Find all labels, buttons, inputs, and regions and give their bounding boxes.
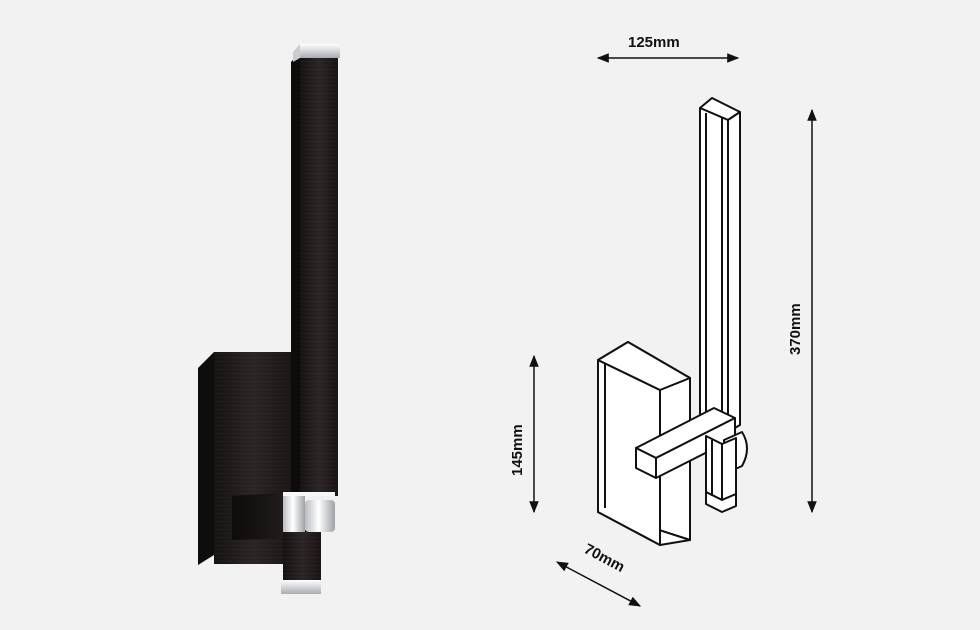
top-chrome-cap [300,44,340,58]
technical-drawing [597,97,748,546]
wall-lamp-photo [198,44,340,594]
vertical-bar-side [291,52,300,578]
connecting-arm [232,492,290,540]
drawing-lower-bar [705,435,723,501]
chrome-joint [283,492,305,532]
width-label: 125mm [628,34,680,51]
depth-label: 70mm [581,541,627,576]
bottom-chrome-cap [281,580,321,594]
base-height-label: 145mm [509,424,526,476]
depth-dimension-arrow [555,561,642,607]
total-height-label: 370mm [787,303,804,355]
dimension-lines [529,53,817,607]
wall-plate [198,352,214,565]
